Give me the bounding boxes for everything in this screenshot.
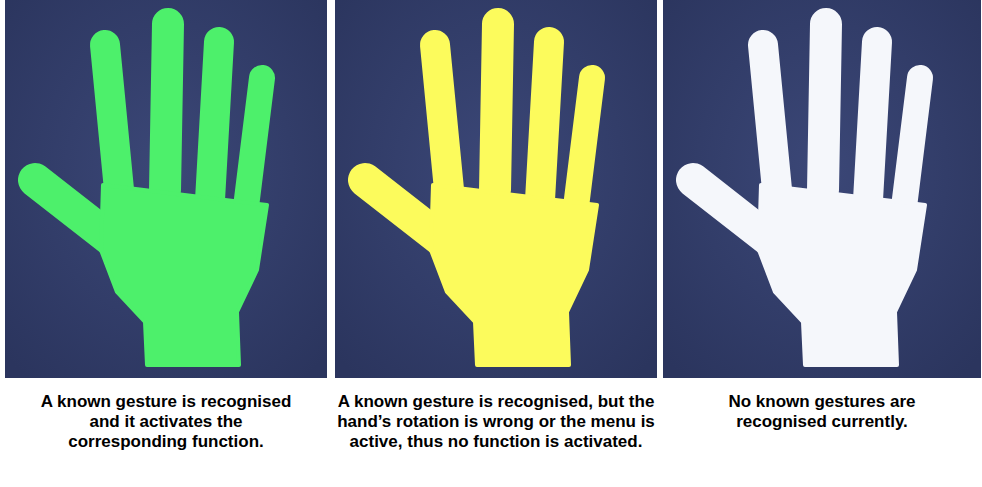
panel-background <box>663 0 981 378</box>
caption-text: No known gestures are recognised current… <box>711 392 933 432</box>
panel-background <box>5 0 327 378</box>
caption-text: A known gesture is recognised, but the h… <box>330 392 662 452</box>
white-hand <box>693 24 925 365</box>
yellow-hand <box>365 24 597 365</box>
caption-text: A known gesture is recognised and it act… <box>35 392 297 452</box>
panel-background <box>335 0 657 378</box>
green-hand <box>35 24 267 365</box>
